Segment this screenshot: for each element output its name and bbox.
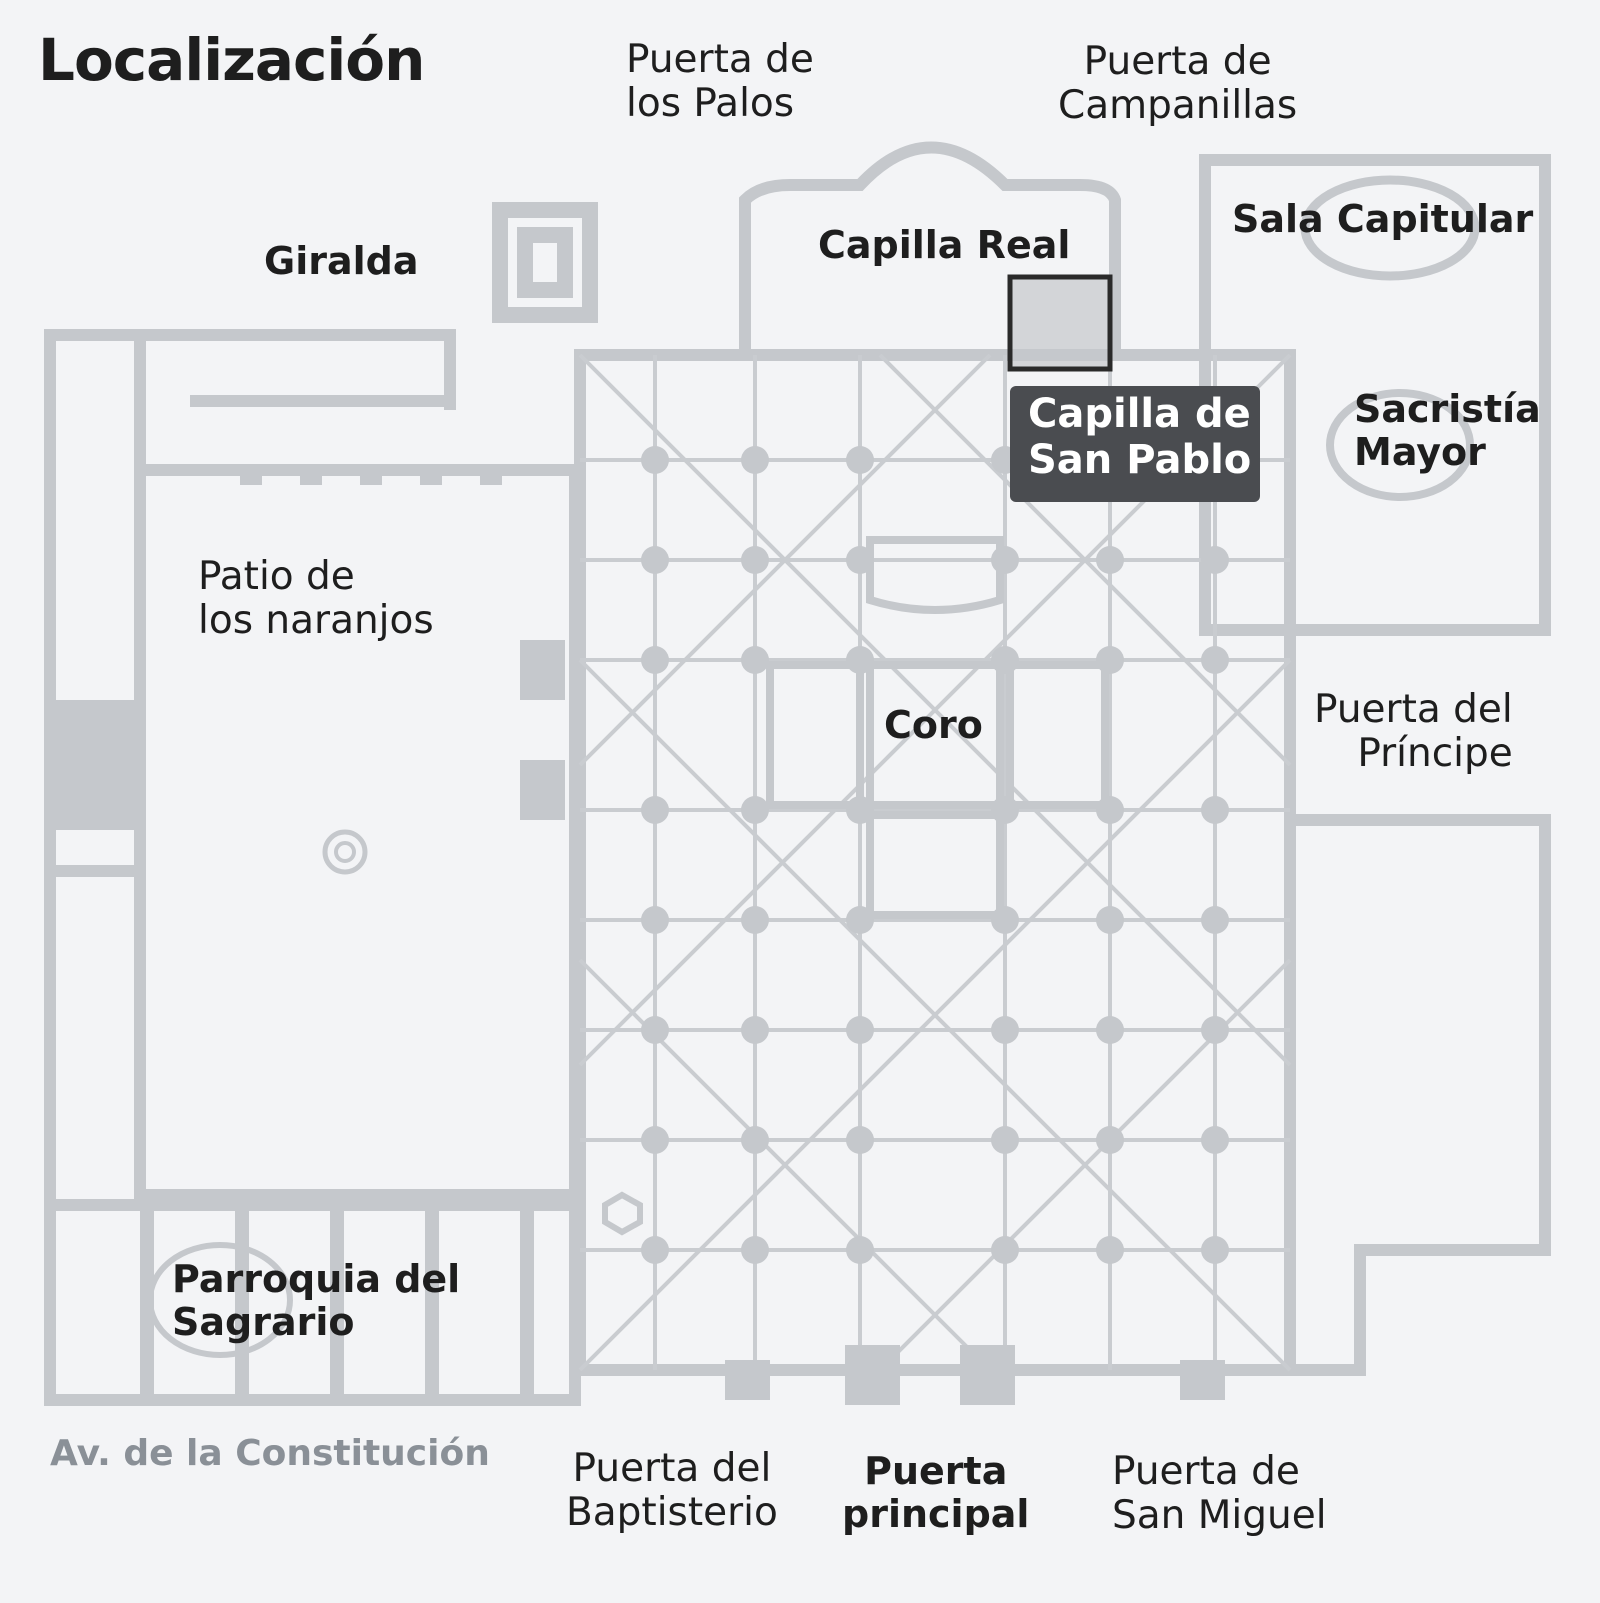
label-capilla-real: Capilla Real	[818, 223, 1071, 267]
sagrario-plan	[147, 1242, 293, 1358]
vault-grid	[578, 353, 1292, 1372]
patio-fountain	[322, 829, 368, 875]
sacristia-plan	[1326, 389, 1474, 501]
coro-area	[766, 536, 1109, 919]
capilla-san-pablo-highlight	[1007, 274, 1113, 372]
giralda-tower	[492, 202, 598, 323]
baptistery-font	[602, 1191, 643, 1236]
label-avenida: Av. de la Constitución	[50, 1433, 490, 1474]
doors	[725, 1345, 1225, 1405]
sala-capitular-plan	[1300, 175, 1480, 281]
patio-details	[50, 330, 565, 1400]
map-title: Localización	[38, 26, 425, 94]
label-giralda: Giralda	[264, 239, 419, 283]
cathedral-walls	[574, 141, 1551, 1376]
label-sala-capitular: Sala Capitular	[1232, 197, 1534, 241]
label-coro: Coro	[884, 703, 983, 747]
